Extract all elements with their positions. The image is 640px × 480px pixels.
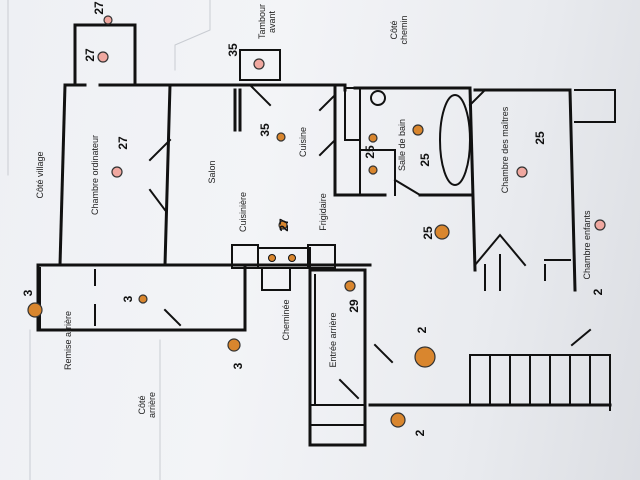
- marker-dot: [594, 219, 606, 231]
- value-27-top-room: 27: [83, 48, 97, 62]
- marker-dot: [368, 165, 378, 175]
- value-35-tambour: 35: [226, 43, 240, 57]
- value-3-left: 3: [21, 289, 35, 297]
- label-entree-arriere: Entrée arrière: [328, 312, 338, 368]
- marker-dot: [103, 15, 113, 25]
- marker-dot: [434, 224, 450, 240]
- marker-dot: [278, 220, 288, 230]
- label-chambre-des-maitres: Chambre des maîtres: [500, 106, 510, 194]
- marker-dot: [27, 302, 43, 318]
- value-2-entree: 2: [415, 326, 429, 334]
- marker-dot: [344, 280, 356, 292]
- value-3-remise: 3: [121, 295, 135, 303]
- value-27-corner: 27: [92, 1, 106, 15]
- label-cote-arriere: Côté arrière: [137, 392, 157, 419]
- value-3-bottom: 3: [231, 362, 245, 370]
- label-salle-de-bain: Salle de bain: [397, 118, 407, 172]
- label-frigidaire: Frigidaire: [318, 193, 328, 231]
- label-cuisiniere: Cuisinière: [238, 191, 248, 233]
- value-35-cuisine: 35: [258, 123, 272, 137]
- value-2-bottom: 2: [413, 429, 427, 437]
- marker-dot: [516, 166, 528, 178]
- label-remise-arriere: Remise arrière: [63, 310, 73, 370]
- label-cuisine: Cuisine: [298, 126, 308, 158]
- marker-dot: [253, 58, 265, 70]
- label-cote-chemin: Côté chemin: [389, 15, 409, 45]
- value-29: 29: [347, 299, 361, 313]
- label-tambour-avant: Tambour avant: [257, 3, 277, 39]
- value-25-maitres: 25: [533, 131, 547, 145]
- label-salon: Salon: [207, 160, 217, 184]
- value-2-enfants: 2: [591, 288, 605, 296]
- marker-dot: [97, 51, 109, 63]
- label-cote-village: Côté village: [35, 151, 45, 199]
- marker-dot: [276, 132, 286, 142]
- label-chambre-ordinateur: Chambre ordinateur: [90, 134, 100, 216]
- marker-dot: [111, 166, 123, 178]
- bathtub-icon: [439, 94, 471, 186]
- value-25-sdb-a: 25: [363, 145, 377, 159]
- marker-dot: [412, 124, 424, 136]
- marker-dot: [390, 412, 406, 428]
- value-25-sdb-b: 25: [418, 153, 432, 167]
- marker-dot: [414, 346, 436, 368]
- marker-dot: [138, 294, 148, 304]
- value-25-couloir: 25: [421, 226, 435, 240]
- value-27-ordinateur: 27: [116, 136, 130, 150]
- label-chambre-enfants: Chambre enfants: [582, 210, 592, 280]
- label-cheminee: Cheminée: [281, 299, 291, 341]
- marker-dot: [368, 133, 378, 143]
- toilet-icon: [370, 90, 386, 106]
- value-27-cuisiniere: 27: [277, 218, 291, 232]
- marker-dot: [227, 338, 241, 352]
